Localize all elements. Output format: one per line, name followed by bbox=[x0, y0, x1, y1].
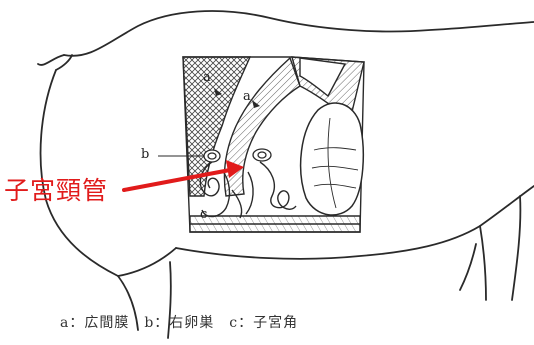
label-a-2: a bbox=[243, 90, 251, 103]
cervix-callout: 子宮頸管 bbox=[4, 178, 108, 203]
label-c: c bbox=[200, 208, 207, 221]
label-b: b bbox=[141, 148, 149, 161]
label-a-1: a bbox=[203, 71, 211, 84]
figure-caption: a：広間膜 b：右卵巣 c：子宮角 bbox=[60, 316, 298, 330]
